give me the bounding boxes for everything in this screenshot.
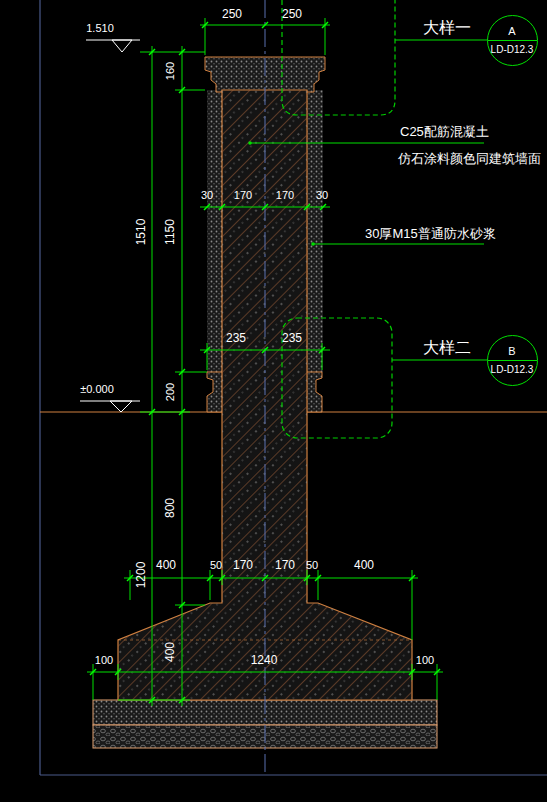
dimension-tick <box>149 49 155 55</box>
callout-divider <box>488 40 537 41</box>
sheet-number: LD-D12.3 <box>488 45 537 55</box>
dimension-text: 400 <box>354 559 374 571</box>
dimension-text: 170 <box>275 559 295 571</box>
elevation-text: ±0.000 <box>80 384 114 395</box>
callout-divider <box>488 360 537 361</box>
dimension-text: 235 <box>282 332 302 344</box>
dimension-text: 170 <box>276 190 294 201</box>
dimension-tick <box>409 575 415 581</box>
dimension-tick <box>262 575 268 581</box>
dimension-tick <box>207 575 213 581</box>
dimension-tick <box>304 575 310 581</box>
dimension-text: 100 <box>416 655 434 666</box>
detail-letter: A <box>488 26 537 37</box>
sheet-number: LD-D12.3 <box>488 365 537 375</box>
dimension-text: 50 <box>210 560 222 571</box>
detail-title: 大样二 <box>423 340 471 356</box>
dimension-tick <box>322 22 328 28</box>
dimension-tick <box>179 369 185 375</box>
dimension-text: 50 <box>306 560 318 571</box>
dimension-text: 235 <box>226 332 246 344</box>
dimension-tick <box>262 22 268 28</box>
dimension-tick <box>434 669 440 675</box>
dimension-text: 100 <box>95 655 113 666</box>
dimension-text: 800 <box>164 498 176 518</box>
dimension-text: 1200 <box>135 562 147 589</box>
dimension-tick <box>204 204 210 210</box>
dimension-text: 30 <box>201 190 213 201</box>
dimension-tick <box>262 347 268 353</box>
dimension-tick <box>115 669 121 675</box>
dimension-text: 30 <box>316 190 328 201</box>
dimension-text: 160 <box>165 62 176 80</box>
dimension-tick <box>90 669 96 675</box>
elevation-text: 1.510 <box>86 23 114 34</box>
detail-callout-circle: B LD-D12.3 <box>487 335 538 386</box>
dimension-text: 170 <box>233 559 253 571</box>
dimension-tick <box>219 575 225 581</box>
detail-title: 大样一 <box>423 20 471 36</box>
dimension-tick <box>409 669 415 675</box>
detail-callout-circle: A LD-D12.3 <box>487 15 538 66</box>
dimension-tick <box>179 409 185 415</box>
dimension-tick <box>304 204 310 210</box>
detail-letter: B <box>488 346 537 357</box>
dimension-tick <box>315 575 321 581</box>
material-note: 仿石涂料颜色同建筑墙面 <box>398 152 541 165</box>
dimension-tick <box>127 575 133 581</box>
dimension-text: 400 <box>164 642 176 662</box>
dimension-text: 200 <box>165 383 176 401</box>
dimension-tick <box>219 204 225 210</box>
dimension-tick <box>149 409 155 415</box>
dimension-tick <box>320 204 326 210</box>
dimension-tick <box>262 204 268 210</box>
dimension-tick <box>204 347 210 353</box>
dimension-text: 1510 <box>135 219 147 246</box>
dimension-text: 250 <box>222 8 242 20</box>
material-note: C25配筋混凝土 <box>400 125 489 138</box>
dimension-text: 170 <box>234 190 252 201</box>
dimension-tick <box>149 697 155 703</box>
dimension-text: 400 <box>156 559 176 571</box>
dimension-text: 1240 <box>251 654 278 666</box>
dimension-tick <box>179 602 185 608</box>
dimension-tick <box>202 22 208 28</box>
dimension-text: 250 <box>282 8 302 20</box>
dimension-tick <box>179 49 185 55</box>
dimension-tick <box>179 697 185 703</box>
dimension-tick <box>179 87 185 93</box>
dimension-text: 1150 <box>164 219 176 245</box>
dimension-tick <box>319 347 325 353</box>
material-note: 30厚M15普通防水砂浆 <box>365 227 496 240</box>
